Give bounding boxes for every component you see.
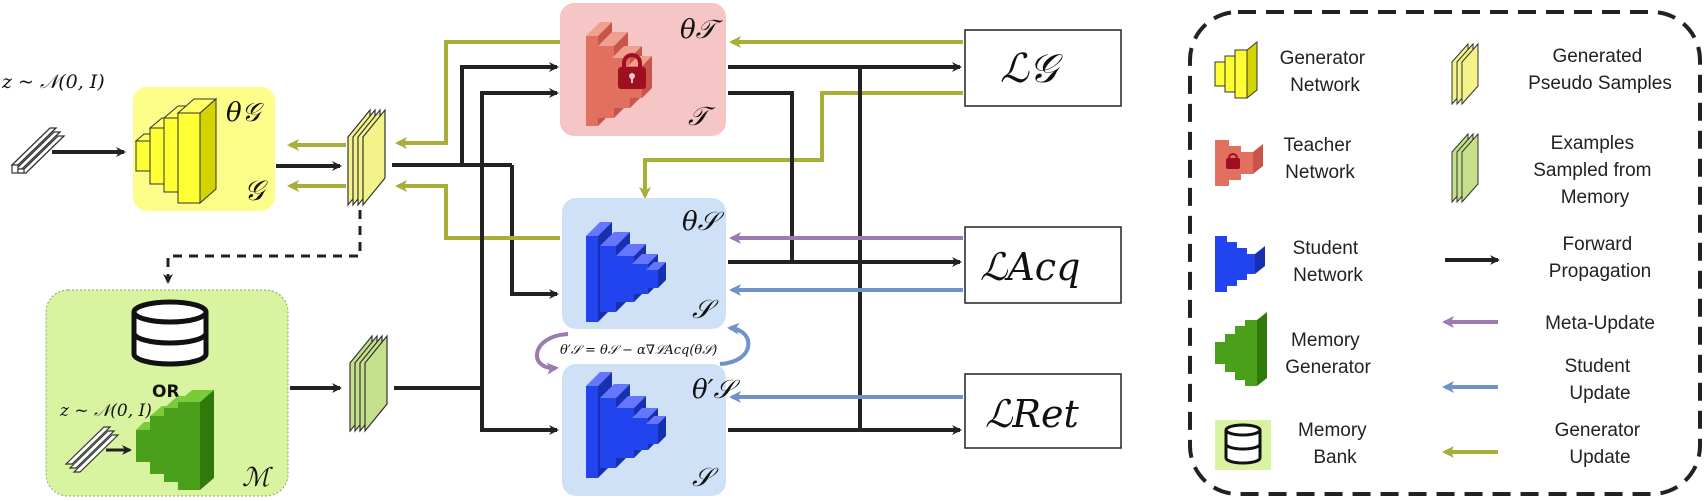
noise-label-memory: z ~ 𝒩(0, I): [59, 401, 152, 421]
database-icon: [131, 299, 209, 367]
loss-acq-label: ℒAcq: [980, 245, 1080, 289]
memory-block: OR z ~ 𝒩(0, I) ℳ: [45, 289, 289, 497]
legend-teacher-icon: [1215, 140, 1263, 186]
loss-ret-box: ℒRet: [964, 373, 1122, 449]
legend-generator-update-text: Generator Update: [1555, 420, 1646, 468]
generator-theta-label: θ𝒢: [226, 98, 265, 128]
arrow-student-update-curve: [719, 322, 751, 366]
legend-memory-generator-icon: [1215, 312, 1267, 386]
legend-forward-text: Forward Propagation: [1549, 234, 1651, 282]
legend-teacher-text: Teacher Network: [1284, 135, 1357, 183]
noise-vector-memory-icon: [64, 426, 120, 473]
noise-label-top: z ~ 𝒩(0, I): [1, 71, 105, 93]
legend-memory-examples-icon: [1451, 132, 1479, 204]
legend-memory-bank-text: Memory Bank: [1298, 420, 1372, 468]
arrow-lg-to-student: [639, 91, 963, 199]
lock-icon: [618, 53, 646, 89]
forward-from-memory-samples: [394, 88, 559, 435]
memory-name-label: ℳ: [242, 463, 273, 493]
loss-ret-label: ℒRet: [985, 392, 1079, 436]
student-prime-block: θ′𝒮 𝒮: [562, 364, 741, 496]
arrow-student-to-samples: [395, 180, 560, 240]
student-block: θ𝒮 𝒮: [562, 198, 726, 329]
student-prime-theta-label: θ′𝒮: [692, 375, 741, 405]
memory-generator-icon: [136, 390, 214, 490]
legend-student-text: Student Network: [1293, 238, 1364, 286]
forward-to-losses: [728, 62, 962, 435]
legend-memory-bank-icon: [1215, 420, 1271, 470]
legend-generator-text: Generator Network: [1280, 48, 1371, 96]
legend-memory-examples-text: Examples Sampled from Memory: [1533, 133, 1657, 208]
pseudo-samples-stack: [347, 108, 386, 207]
legend-student-icon: [1215, 236, 1265, 292]
noise-vector-icon: [10, 127, 66, 174]
student-theta-label: θ𝒮: [682, 207, 725, 237]
arrow-meta-update-curve: [534, 332, 569, 375]
loss-g-label: ℒ𝒢: [1000, 46, 1064, 92]
legend: Generator Network Generated Pseudo Sampl…: [1188, 10, 1702, 496]
noise-input-top: z ~ 𝒩(0, I): [1, 71, 105, 174]
legend-student-update-text: Student Update: [1565, 356, 1636, 404]
memory-or-label: OR: [152, 382, 180, 402]
meta-update-formula: θ′𝒮 = θ𝒮 − α∇ℒAcq(θ𝒮): [560, 343, 717, 358]
memory-examples-stack: [349, 334, 388, 433]
legend-generator-icon: [1214, 40, 1258, 100]
arrow-generator-update-top: [395, 40, 560, 149]
teacher-block: θ𝒯 𝒯: [560, 3, 726, 136]
forward-from-pseudo-samples: [392, 62, 559, 299]
loss-acq-box: ℒAcq: [964, 226, 1122, 304]
legend-frame: [1188, 10, 1702, 496]
generator-block: θ𝒢 𝒢: [133, 87, 275, 211]
dashed-samples-to-memory: [163, 210, 362, 284]
loss-g-box: ℒ𝒢: [964, 29, 1122, 107]
generator-network-icon: [134, 97, 218, 205]
legend-pseudo-samples-icon: [1451, 42, 1479, 106]
student-network-icon: [586, 222, 666, 322]
student-prime-network-icon: [586, 372, 666, 478]
legend-pseudo-samples-text: Generated Pseudo Samples: [1528, 46, 1672, 94]
legend-meta-text: Meta-Update: [1545, 313, 1655, 334]
legend-memory-generator-text: Memory Generator: [1285, 330, 1371, 378]
